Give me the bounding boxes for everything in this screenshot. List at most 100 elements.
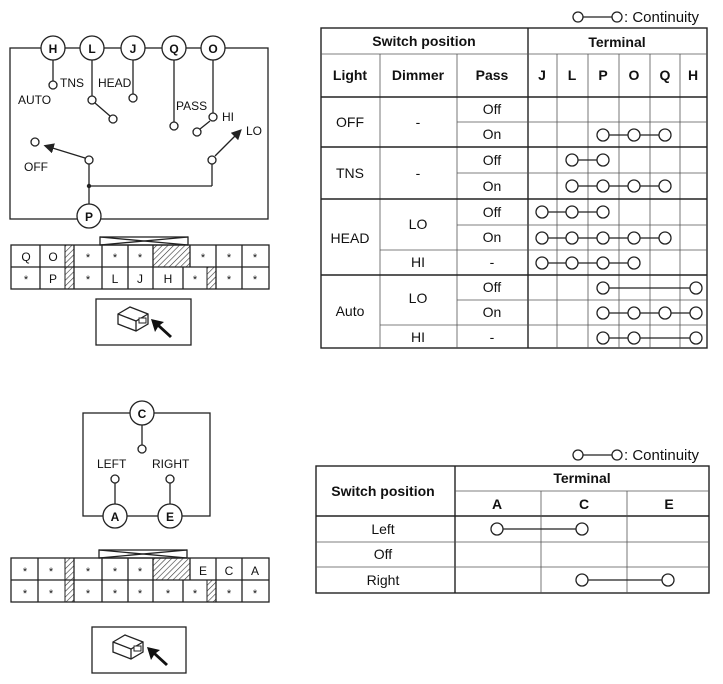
pass-row-3: Off — [483, 152, 502, 168]
headlamp-continuity-node-r6-l — [565, 231, 579, 245]
conn-h-star-7: * — [24, 274, 29, 286]
conn-t-r2-c5: * — [138, 588, 143, 600]
headlamp-continuity-node-r2-o — [627, 128, 641, 142]
header-col-j: J — [538, 67, 546, 83]
header-col-p: P — [598, 67, 607, 83]
pass-row-4: On — [483, 178, 502, 194]
dimmer-head-lo: LO — [409, 216, 428, 232]
dimmer-off: - — [416, 114, 421, 130]
terminal-p-label: P — [85, 210, 93, 224]
dimmer-tns: - — [416, 165, 421, 181]
terminal-h: H — [40, 35, 66, 61]
header-light: Light — [333, 67, 368, 83]
headlamp-continuity-node-r10-h — [689, 331, 703, 345]
header-dimmer: Dimmer — [392, 67, 445, 83]
conn-t-r2-c4: * — [113, 588, 118, 600]
terminal-a-label: A — [111, 510, 120, 524]
turn-continuity-node-r1-c — [575, 522, 589, 536]
headlamp-continuity-node-r8-p — [596, 281, 610, 295]
terminal-l-label: L — [88, 42, 95, 56]
headlamp-continuity-node-r7-j — [535, 256, 549, 270]
conn-h-j: J — [137, 272, 143, 286]
conn-t-r2-c7: * — [193, 588, 198, 600]
conn-h-star-10: * — [227, 274, 232, 286]
headlamp-continuity-node-r6-j — [535, 231, 549, 245]
light-tns: TNS — [336, 165, 364, 181]
pass-row-5: Off — [483, 204, 502, 220]
continuity-legend-2: : Continuity — [572, 447, 700, 464]
pass-row-10: - — [490, 329, 495, 345]
turn-switch-schematic: C LEFT RIGHT A E — [82, 400, 211, 529]
headlamp-continuity-node-r6-q — [658, 231, 672, 245]
headlamp-continuity-node-r4-p — [596, 179, 610, 193]
headlamp-continuity-node-r8-h — [689, 281, 703, 295]
label-left: LEFT — [97, 457, 127, 471]
conn-h-star-11: * — [253, 274, 258, 286]
conn-h-star-8: * — [86, 274, 91, 286]
dimmer-auto-lo: LO — [409, 290, 428, 306]
header-pass: Pass — [476, 67, 509, 83]
headlamp-switch-schematic: H L J Q O AUTO TNS HEAD PASS — [9, 35, 269, 229]
pass-row-2: On — [483, 126, 502, 142]
turn-continuity-node-r3-c — [575, 573, 589, 587]
headlamp-continuity-marks — [535, 128, 703, 345]
conn-t-r1-c3: * — [86, 566, 91, 578]
label-tns: TNS — [60, 76, 84, 90]
turn-continuity-table: Switch position Terminal A C E Left Off … — [315, 465, 710, 594]
turn-row-off: Off — [374, 546, 393, 562]
label-head: HEAD — [98, 76, 132, 90]
label-pass: PASS — [176, 99, 207, 113]
terminal-h-label: H — [49, 42, 58, 56]
conn-h-p: P — [49, 272, 57, 286]
terminal-q-label: Q — [169, 42, 178, 56]
pass-row-9: On — [483, 304, 502, 320]
conn-t-e: E — [199, 564, 207, 578]
pass-row-6: On — [483, 229, 502, 245]
conn-t-r1-c5: * — [138, 566, 143, 578]
light-off: OFF — [336, 114, 364, 130]
terminal-j-label: J — [130, 42, 137, 56]
dimmer-auto-hi: HI — [411, 329, 425, 345]
legend-label-2: : Continuity — [624, 447, 700, 464]
headlamp-continuity-node-r9-p — [596, 306, 610, 320]
header-col-l: L — [568, 67, 577, 83]
terminal-c: C — [129, 400, 155, 426]
pass-row-8: Off — [483, 279, 502, 295]
terminal-l: L — [79, 35, 105, 61]
headlamp-continuity-table: Switch position Terminal Light Dimmer Pa… — [320, 27, 708, 349]
headlamp-continuity-node-r2-p — [596, 128, 610, 142]
conn-t-r1-c1: * — [23, 566, 28, 578]
headlamp-continuity-node-r6-o — [627, 231, 641, 245]
conn-h-star-1: * — [86, 252, 91, 264]
headlamp-continuity-node-r10-p — [596, 331, 610, 345]
pass-row-1: Off — [483, 101, 502, 117]
conn-h-l: L — [112, 272, 119, 286]
turn-connector: * * * * * E C A * * * * * * * * * — [10, 549, 270, 603]
headlamp-continuity-node-r5-j — [535, 205, 549, 219]
headlamp-connector: Q O * * * * * * * P * L J H * * * — [10, 236, 270, 290]
conn-t-r2-c9: * — [253, 588, 258, 600]
conn-t-c: C — [225, 564, 234, 578]
headlamp-continuity-node-r9-q — [658, 306, 672, 320]
connector-plug-icon — [117, 306, 172, 338]
header-col-h: H — [688, 67, 698, 83]
light-auto: Auto — [336, 303, 365, 319]
label-off: OFF — [24, 160, 48, 174]
headlamp-continuity-node-r4-l — [565, 179, 579, 193]
headlamp-continuity-node-r6-p — [596, 231, 610, 245]
turn-row-right: Right — [367, 572, 400, 588]
conn-h-star-4: * — [201, 252, 206, 264]
headlamp-continuity-node-r3-p — [596, 153, 610, 167]
header-col-o: O — [629, 67, 640, 83]
headlamp-continuity-node-r4-q — [658, 179, 672, 193]
connector-icon-box-2 — [91, 626, 187, 674]
conn-t-r2-c6: * — [166, 588, 171, 600]
terminal-c-label: C — [138, 407, 147, 421]
terminal-a: A — [102, 503, 128, 529]
header-switch-position: Switch position — [372, 33, 475, 49]
conn-h-star-5: * — [227, 252, 232, 264]
headlamp-continuity-node-r5-l — [565, 205, 579, 219]
pass-row-7: - — [490, 254, 495, 270]
conn-h-star-9: * — [193, 274, 198, 286]
